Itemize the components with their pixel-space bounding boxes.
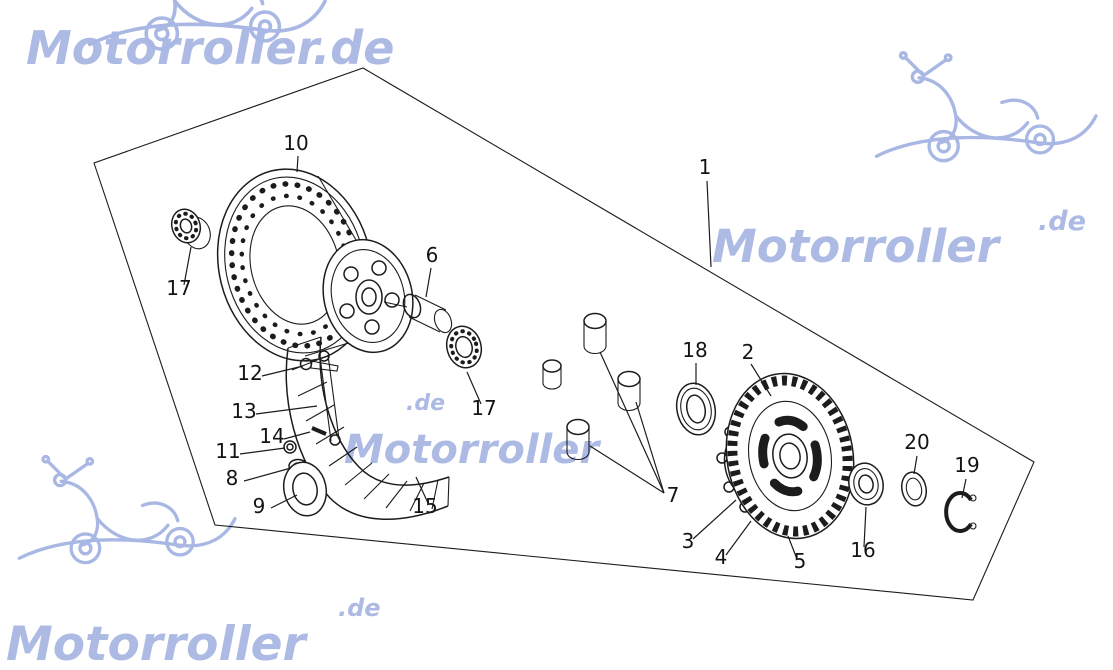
part-label-13: 13 — [231, 399, 256, 423]
part-label-17: 17 — [166, 276, 191, 300]
leader-lines — [183, 155, 967, 560]
watermark-tld-middle: .de — [406, 391, 445, 416]
part-label-18: 18 — [682, 338, 707, 362]
watermark-brand-top-right: Motorroller — [712, 220, 1002, 273]
watermark-brand-middle: Motorroller — [344, 427, 601, 473]
part-label-17: 17 — [471, 396, 496, 420]
part-label-5: 5 — [794, 549, 807, 573]
part-bearing-right — [848, 462, 884, 506]
part-label-7: 7 — [667, 483, 680, 507]
part-label-9: 9 — [253, 494, 266, 518]
part-label-3: 3 — [682, 529, 695, 553]
part-spacers-bearings — [402, 293, 562, 390]
part-label-19: 19 — [954, 453, 979, 477]
scooter-watermark-icon — [17, 454, 237, 565]
watermark-brand-bottom: Motorroller — [6, 617, 309, 670]
watermark-tld-bottom: .de — [338, 594, 381, 622]
part-bearing-left — [170, 208, 211, 250]
part-label-1: 1 — [699, 155, 712, 179]
scooter-watermark-icon — [874, 50, 1098, 163]
part-circlip — [944, 491, 977, 533]
part-label-4: 4 — [715, 545, 728, 569]
part-label-10: 10 — [283, 131, 308, 155]
part-label-8: 8 — [226, 466, 239, 490]
part-cush-buffers — [566, 312, 641, 460]
part-sprocket-assembly — [716, 372, 855, 540]
part-washer — [900, 471, 928, 507]
part-label-20: 20 — [904, 430, 929, 454]
part-label-6: 6 — [426, 243, 439, 267]
part-label-15: 15 — [412, 494, 437, 518]
part-label-11: 11 — [215, 439, 240, 463]
part-label-2: 2 — [742, 340, 755, 364]
part-label-16: 16 — [850, 538, 875, 562]
diagram-border — [93, 67, 1035, 601]
part-label-14: 14 — [259, 424, 284, 448]
watermark-brand-top-left: Motorroller.de — [26, 21, 394, 75]
watermark-tld-top-right: .de — [1038, 206, 1086, 237]
part-label-12: 12 — [237, 361, 262, 385]
watermark-layer: Motorroller.de .de Motorroller .de Motor… — [6, 0, 1098, 670]
part-brake-arm-group — [282, 350, 341, 517]
part-seal — [675, 382, 717, 436]
part-wheel-hub — [216, 168, 414, 362]
